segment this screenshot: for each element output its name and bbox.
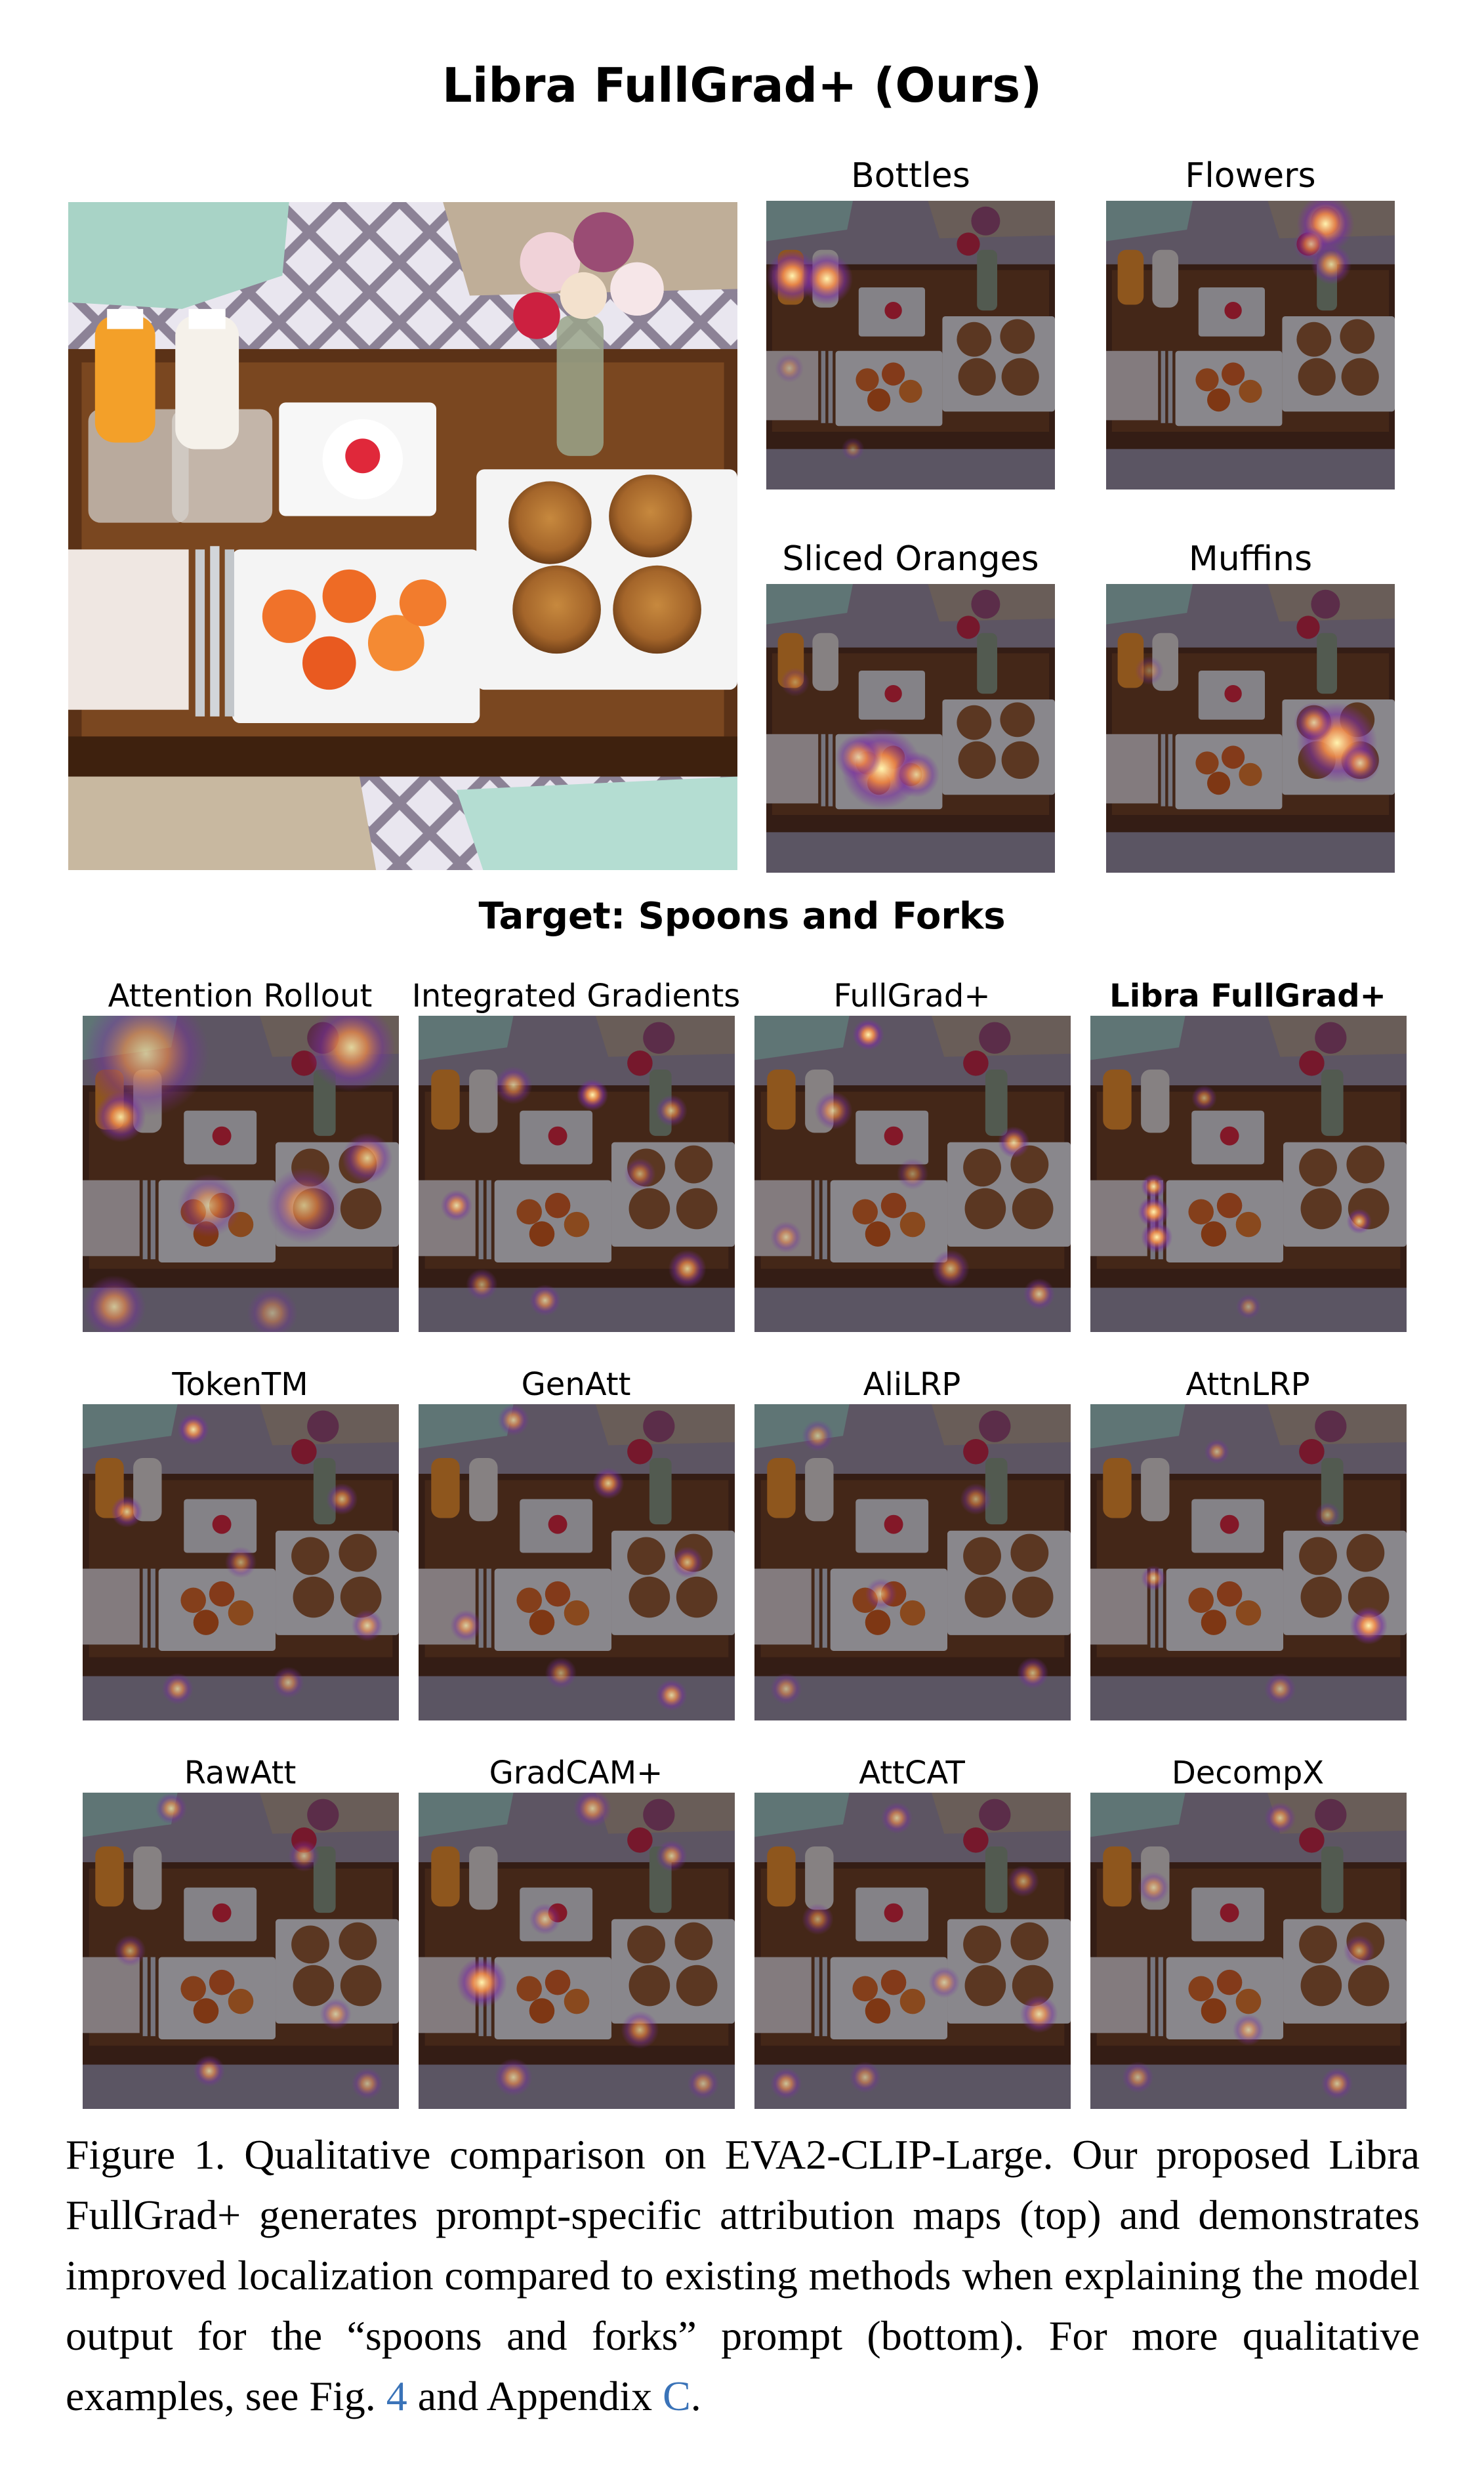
method-label-libra-fullgrad-plus: Libra FullGrad+	[1109, 978, 1386, 1014]
heatmap-overlay	[1090, 1404, 1407, 1720]
attribution-map-attnlrp	[1090, 1404, 1407, 1720]
method-label-attcat: AttCAT	[859, 1755, 965, 1791]
method-label-rawatt: RawAtt	[184, 1755, 297, 1791]
caption-text-middle: and Appendix	[407, 2373, 663, 2419]
heatmap-overlay	[1090, 1016, 1407, 1332]
method-label-integrated-gradients: Integrated Gradients	[411, 978, 741, 1014]
method-label-alilrp: AliLRP	[863, 1366, 961, 1403]
figure-title: Libra FullGrad+ (Ours)	[442, 58, 1042, 113]
method-label-attnlrp: AttnLRP	[1185, 1366, 1310, 1403]
appendix-c-link[interactable]: C	[663, 2373, 691, 2419]
heatmap-overlay	[419, 1793, 735, 2109]
attribution-map-attention-rollout	[83, 1016, 399, 1332]
heatmap-overlay	[754, 1016, 1071, 1332]
attribution-map-attcat	[754, 1793, 1071, 2109]
figure-caption: Figure 1. Qualitative comparison on EVA2…	[66, 2125, 1420, 2427]
attribution-map-gradcam-plus	[419, 1793, 735, 2109]
attribution-map-fullgrad-plus	[754, 1016, 1071, 1332]
attribution-map-sliced-oranges	[766, 584, 1055, 873]
attribution-map-libra-fullgrad-plus	[1090, 1016, 1407, 1332]
attribution-map-flowers	[1106, 201, 1395, 490]
attribution-map-tokentm	[83, 1404, 399, 1720]
figure-4-link[interactable]: 4	[386, 2373, 407, 2419]
heatmap-overlay	[1106, 584, 1395, 873]
attribution-map-muffins	[1106, 584, 1395, 873]
original-photo	[68, 202, 737, 870]
heatmap-overlay	[419, 1016, 735, 1332]
tray-scene-image	[68, 202, 737, 870]
heatmap-overlay	[83, 1016, 399, 1332]
method-label-tokentm: TokenTM	[172, 1366, 308, 1403]
panel-label-sliced-oranges: Sliced Oranges	[782, 539, 1039, 579]
method-label-gradcam-plus: GradCAM+	[489, 1755, 663, 1791]
caption-text-end: .	[690, 2373, 701, 2419]
panel-label-muffins: Muffins	[1188, 539, 1313, 579]
attribution-map-decompx	[1090, 1793, 1407, 2109]
panel-label-flowers: Flowers	[1185, 156, 1316, 196]
heatmap-overlay	[83, 1793, 399, 2109]
heatmap-overlay	[754, 1793, 1071, 2109]
heatmap-overlay	[1090, 1793, 1407, 2109]
attribution-map-genatt	[419, 1404, 735, 1720]
method-label-genatt: GenAtt	[521, 1366, 631, 1403]
heatmap-overlay	[83, 1404, 399, 1720]
attribution-map-bottles	[766, 201, 1055, 490]
method-label-fullgrad-plus: FullGrad+	[833, 978, 991, 1014]
caption-text: Figure 1. Qualitative comparison on EVA2…	[66, 2131, 1420, 2419]
attribution-map-rawatt	[83, 1793, 399, 2109]
method-label-decompx: DecompX	[1171, 1755, 1325, 1791]
attribution-map-alilrp	[754, 1404, 1071, 1720]
heatmap-overlay	[419, 1404, 735, 1720]
heatmap-overlay	[766, 584, 1055, 873]
heatmap-overlay	[1106, 201, 1395, 490]
attribution-map-integrated-gradients	[419, 1016, 735, 1332]
heatmap-overlay	[754, 1404, 1071, 1720]
heatmap-overlay	[766, 201, 1055, 490]
target-heading: Target: Spoons and Forks	[478, 895, 1006, 938]
method-label-attention-rollout: Attention Rollout	[108, 978, 373, 1014]
panel-label-bottles: Bottles	[851, 156, 970, 196]
